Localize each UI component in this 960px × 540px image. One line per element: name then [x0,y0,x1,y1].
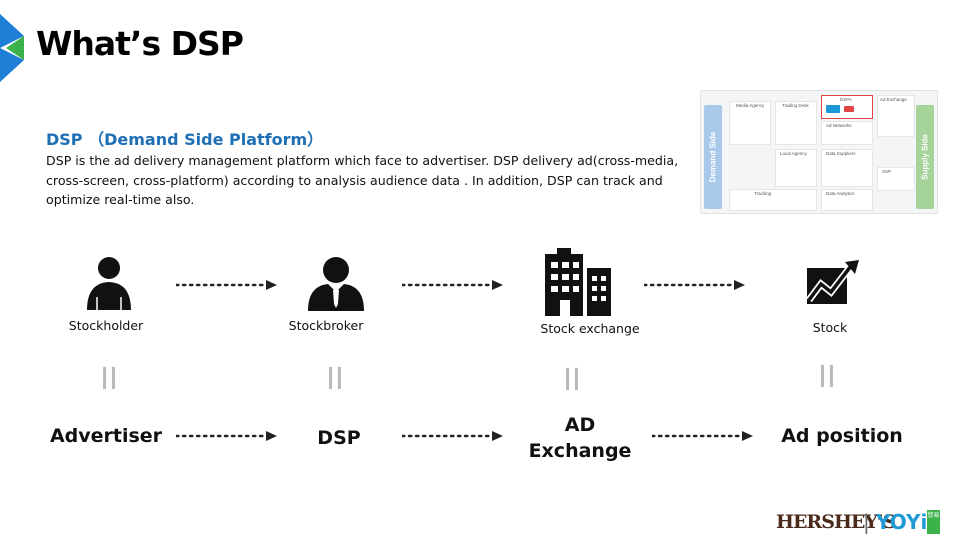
flow-arrow [402,431,503,441]
supply-side-bar: Supply Side [916,105,934,209]
businessman-icon [308,257,364,311]
diagram-cell: Media Agency [729,101,771,145]
stock-chart-icon [806,260,859,304]
logo-separator: | [863,510,870,534]
equals-mark: II [100,362,118,397]
flow-arrow [176,431,277,441]
corner-logo-icon [0,14,24,82]
diagram-cell: SSP [877,167,915,191]
building-icon [545,248,611,316]
stockbroker-label: Stockbroker [288,318,364,333]
diagram-cell: Data Analytics [821,189,873,211]
flow-arrow [652,431,753,441]
diagram-cell: Ad Networks [821,121,873,145]
equals-mark: II [563,363,581,398]
diagram-cell-dsp: DSPs [821,95,873,119]
equals-mark: II [326,362,344,397]
diagram-cell: Tracking [729,189,817,211]
ad-position-label: Ad position [781,425,903,447]
stock-label: Stock [812,320,848,335]
stockholder-label: Stockholder [68,318,144,333]
flow-arrow [402,280,503,290]
dsp-ecosystem-diagram: Demand Side Supply Side Media Agency Tra… [700,90,938,214]
intro-heading: DSP （Demand Side Platform） [46,130,324,149]
diagram-cell: Local Agency [775,149,817,187]
diagram-cell: Data Suppliers [821,149,873,187]
intro-description: DSP is the ad delivery management platfo… [46,153,679,207]
yoyi-logo: YOYi [876,510,928,534]
stock-exchange-label: Stock exchange [540,321,640,336]
flow-arrow [176,280,277,290]
hersheys-logo: HERSHEY’S [776,511,896,533]
yoyi-logo-cn: 悠易 [927,510,940,534]
advertiser-label: Advertiser [49,425,163,447]
equals-mark: II [818,360,836,395]
demand-side-bar: Demand Side [704,105,722,209]
diagram-cell: Trading Desk [775,101,817,145]
page-title: What’s DSP [36,24,244,63]
ad-exchange-label: AD Exchange [528,414,632,462]
dsp-label: DSP [317,427,361,449]
person-icon [87,257,131,310]
diagram-cell: Ad Exchange [877,95,915,137]
flow-arrow [644,280,745,290]
